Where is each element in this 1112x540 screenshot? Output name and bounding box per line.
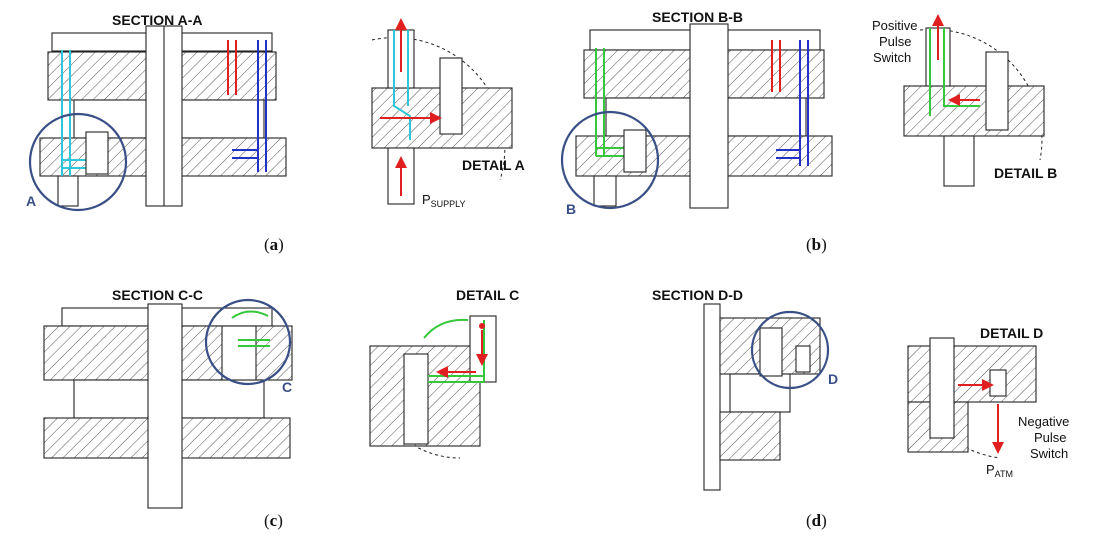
pulse-channel-b bbox=[595, 48, 640, 157]
detail-c-title: DETAIL C bbox=[456, 287, 519, 303]
supply-fitting bbox=[57, 175, 79, 207]
detail-b-block bbox=[903, 85, 1045, 137]
panel-a-detail: DETAIL A PSUPPLY bbox=[371, 18, 525, 209]
detail-d-port bbox=[989, 369, 1007, 397]
shaft-d bbox=[703, 303, 721, 491]
mid-plate-d bbox=[729, 373, 791, 413]
detail-c-valve bbox=[403, 353, 429, 445]
detail-b-fitting bbox=[943, 135, 975, 187]
central-shaft-b bbox=[689, 23, 729, 209]
panel-b-section: SECTION B-B B bbox=[560, 9, 833, 217]
detail-b-title: DETAIL B bbox=[994, 165, 1057, 181]
detail-c-marker bbox=[479, 323, 485, 329]
negative-switch-label-2: Pulse bbox=[1034, 430, 1067, 445]
red-channel bbox=[227, 40, 237, 95]
callout-circle-c bbox=[204, 298, 292, 386]
detail-b-valve bbox=[985, 51, 1009, 131]
central-shaft-c bbox=[147, 303, 183, 509]
panel-d-detail: DETAIL D Negative Pulse Switch PATM bbox=[907, 325, 1069, 479]
blue-channel-b bbox=[776, 40, 809, 166]
detail-a-title: DETAIL A bbox=[462, 157, 525, 173]
side-port-d bbox=[795, 345, 811, 373]
section-b-title: SECTION B-B bbox=[652, 9, 743, 25]
callout-letter-d: D bbox=[828, 371, 838, 387]
detail-d-valve bbox=[929, 337, 955, 439]
lower-block-d bbox=[719, 411, 781, 461]
pulse-channel-c bbox=[231, 310, 270, 347]
positive-switch-label-1: Positive bbox=[872, 18, 918, 33]
caption-b: (b) bbox=[806, 235, 827, 254]
valve-body-c bbox=[221, 325, 257, 381]
detail-d-title: DETAIL D bbox=[980, 325, 1043, 341]
valve-body-b bbox=[623, 129, 647, 173]
panel-a-section: SECTION A-A A bbox=[26, 12, 287, 212]
valve-body bbox=[85, 131, 109, 175]
callout-circle-d bbox=[750, 310, 830, 390]
negative-switch-label-3: Switch bbox=[1030, 446, 1068, 461]
panel-d-section: SECTION D-D D bbox=[652, 287, 838, 491]
caption-c: (c) bbox=[264, 511, 283, 530]
callout-letter-b: B bbox=[566, 201, 576, 217]
callout-circle-a bbox=[28, 112, 128, 212]
supply-pressure-label: PSUPPLY bbox=[422, 192, 466, 209]
section-d-title: SECTION D-D bbox=[652, 287, 743, 303]
section-c-title: SECTION C-C bbox=[112, 287, 203, 303]
negative-switch-label-1: Negative bbox=[1018, 414, 1069, 429]
atm-pressure-label: PATM bbox=[986, 462, 1013, 479]
panel-c-detail: DETAIL C bbox=[369, 287, 519, 459]
red-channel-b bbox=[771, 40, 781, 92]
detail-a-supply-channel bbox=[393, 30, 411, 140]
detail-b-pulse-channel bbox=[929, 28, 980, 116]
callout-circle-b bbox=[560, 110, 660, 210]
detail-c-pulse-channel bbox=[423, 318, 485, 383]
blue-channel bbox=[232, 40, 267, 172]
detail-d-block bbox=[907, 345, 1037, 403]
caption-a: (a) bbox=[264, 235, 284, 254]
panel-b-detail: Positive Pulse Switch DETAIL B bbox=[872, 14, 1057, 187]
section-a-title: SECTION A-A bbox=[112, 12, 202, 28]
callout-letter-a: A bbox=[26, 193, 36, 209]
fitting-b bbox=[593, 175, 617, 207]
callout-letter-c: C bbox=[282, 379, 292, 395]
positive-switch-label-2: Pulse bbox=[879, 34, 912, 49]
valve-body-d bbox=[759, 327, 783, 377]
supply-channel bbox=[61, 50, 100, 176]
caption-d: (d) bbox=[806, 511, 827, 530]
panel-c-section: SECTION C-C C bbox=[43, 287, 293, 509]
positive-switch-label-3: Switch bbox=[873, 50, 911, 65]
detail-a-valve bbox=[439, 57, 463, 135]
